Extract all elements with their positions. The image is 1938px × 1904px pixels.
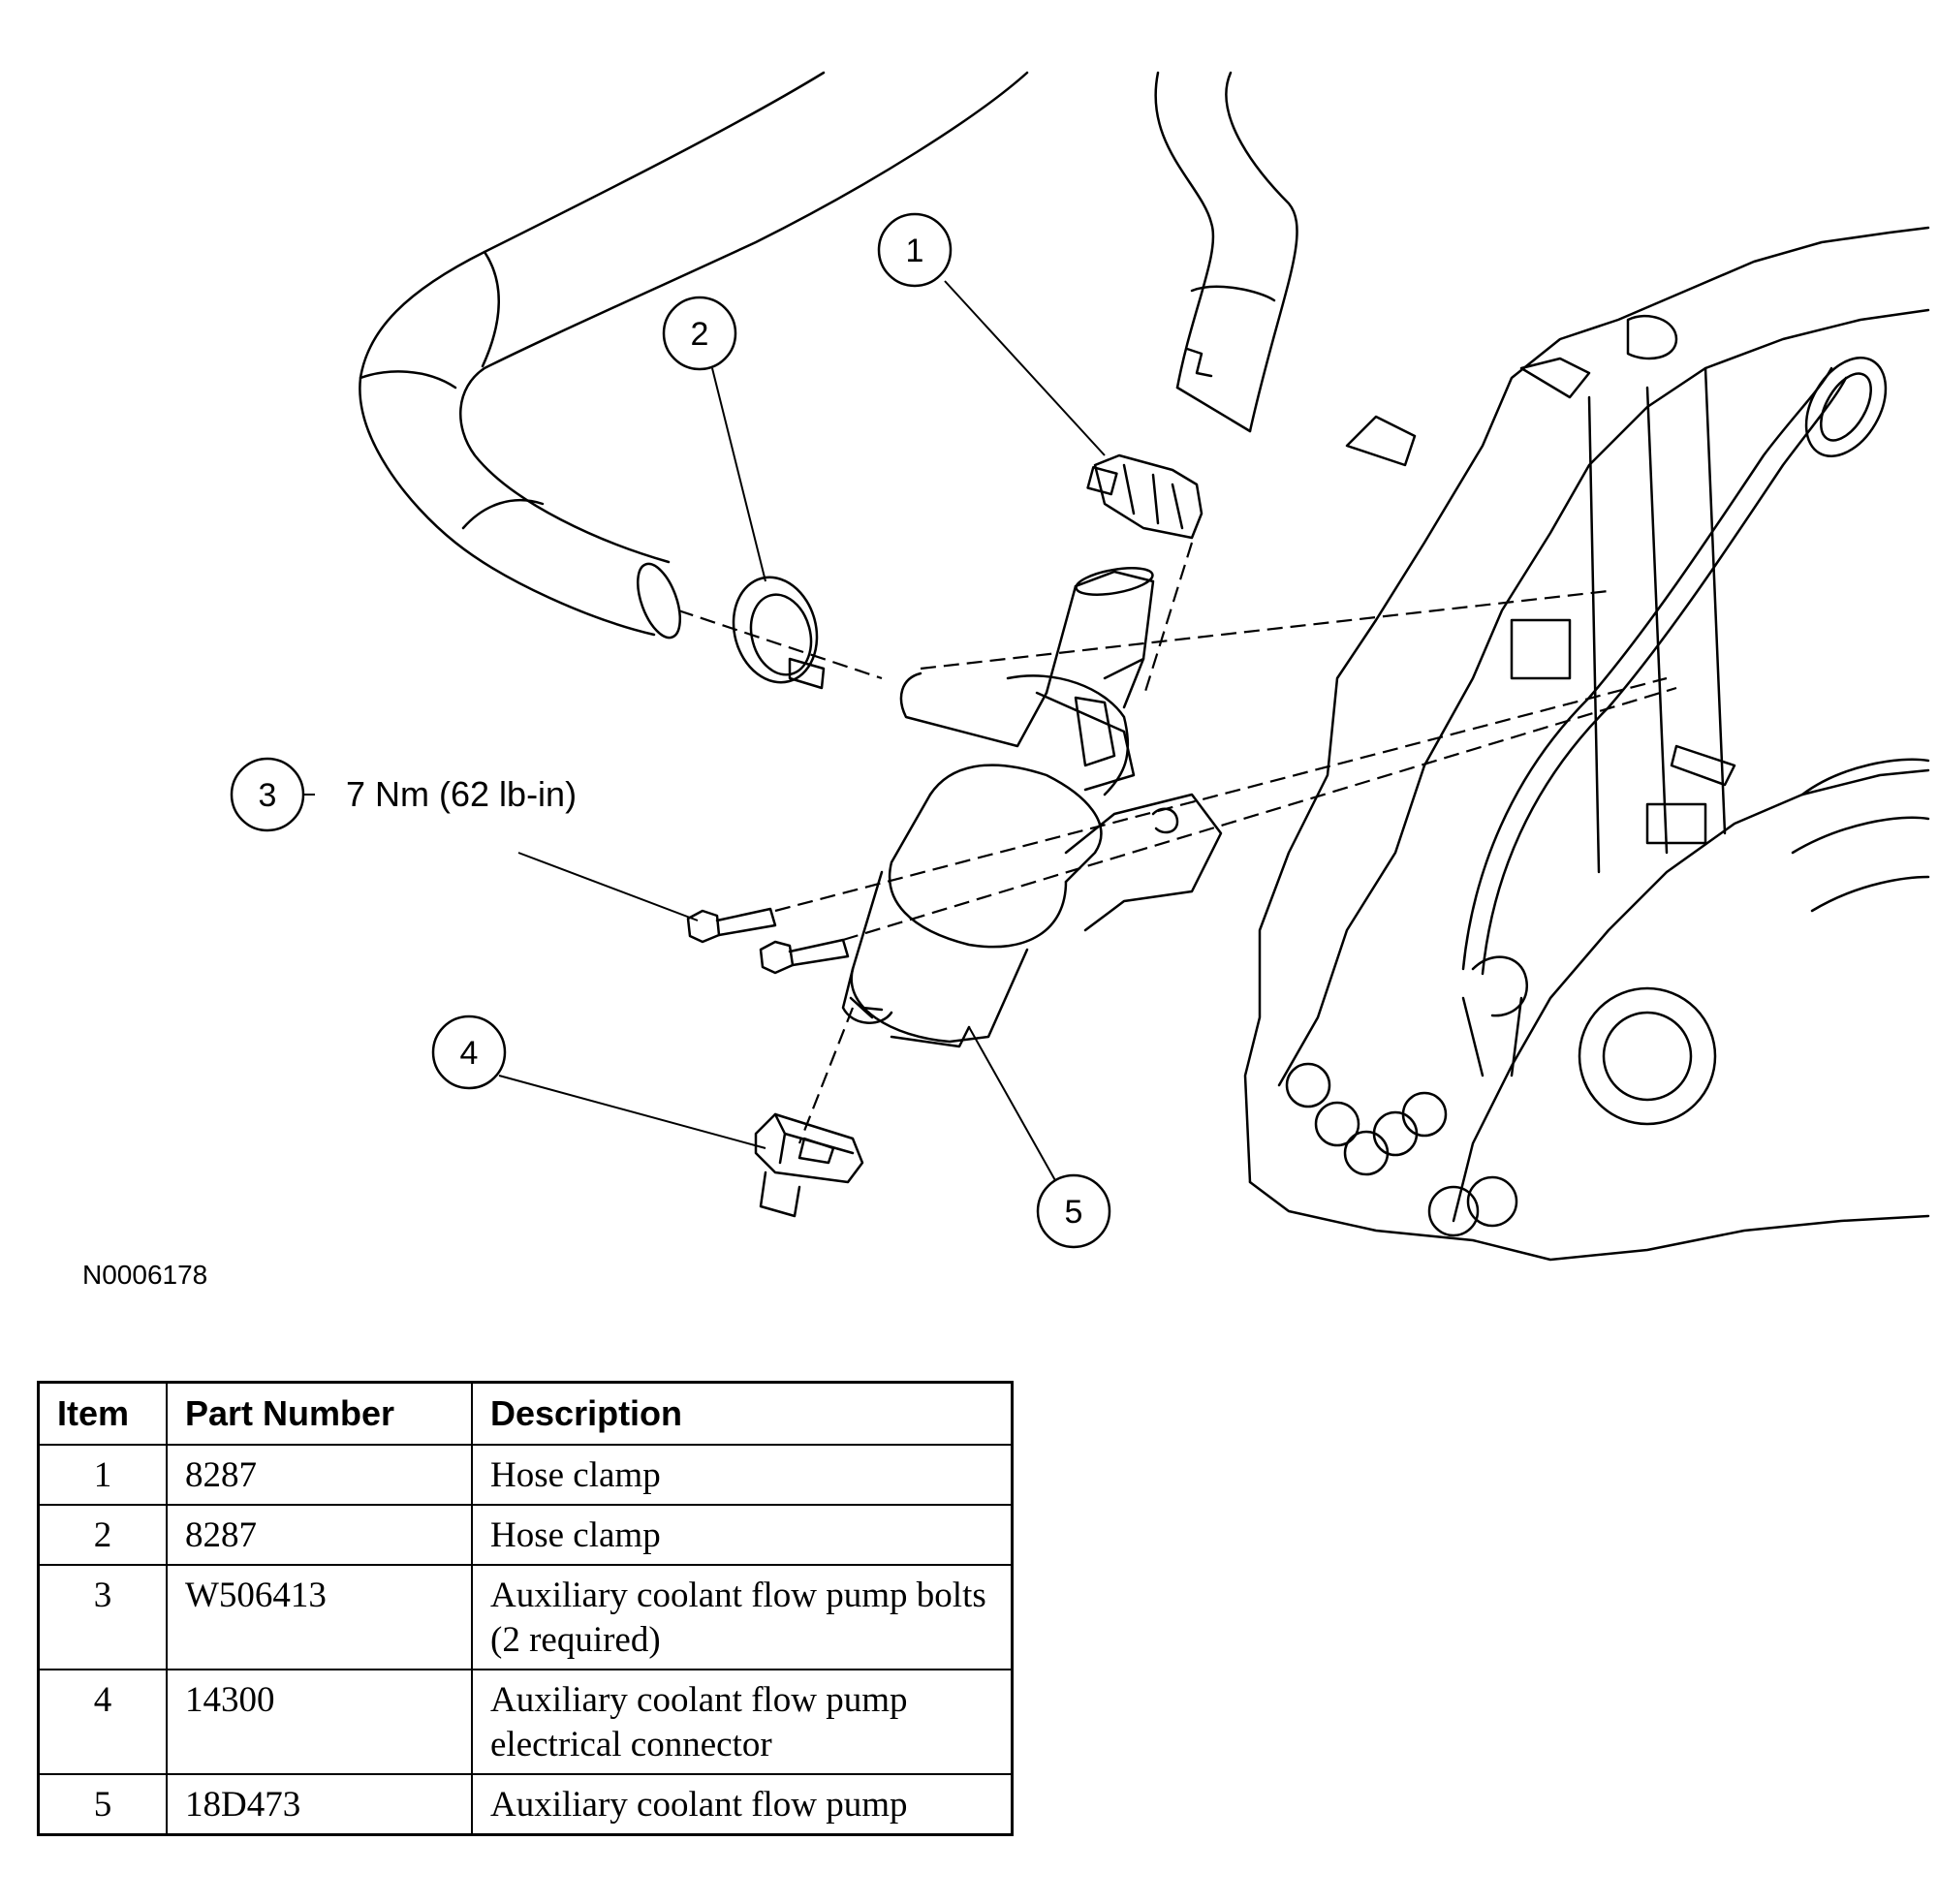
table-row: 2 8287 Hose clamp — [37, 1504, 1014, 1566]
table-row: 4 14300 Auxiliary coolant flow pump elec… — [37, 1669, 1014, 1775]
row-description: Auxiliary coolant flow pump electrical c… — [471, 1669, 1014, 1775]
hose-clamp-2 — [732, 576, 826, 690]
auxiliary-coolant-pump — [841, 567, 1223, 1048]
row-description: Auxiliary coolant flow pump — [471, 1773, 1014, 1836]
row-item: 3 — [37, 1564, 168, 1670]
alignment-lines — [677, 542, 1677, 1144]
row-description: Hose clamp — [471, 1444, 1014, 1506]
svg-text:3: 3 — [259, 777, 277, 814]
parts-table: Item Part Number Description 1 8287 Hose… — [37, 1381, 1014, 1836]
row-part-number: 18D473 — [166, 1773, 473, 1836]
row-item: 4 — [37, 1669, 168, 1775]
table-row: 3 W506413 Auxiliary coolant flow pump bo… — [37, 1564, 1014, 1670]
hose-clamp-1 — [1086, 453, 1203, 540]
callout-4: 4 — [431, 1014, 507, 1090]
dipstick-tube — [1461, 357, 1888, 976]
callout-3: 3 — [230, 757, 305, 832]
exploded-view-diagram: 1 2 3 7 Nm (62 lb-in) 4 5 — [230, 71, 1930, 1262]
svg-text:5: 5 — [1065, 1194, 1083, 1231]
svg-text:4: 4 — [460, 1035, 479, 1072]
callout-leaders — [300, 280, 1106, 1183]
coolant-hose-right — [1154, 71, 1298, 433]
coolant-hose-upper — [359, 71, 1029, 640]
row-part-number: 8287 — [166, 1444, 473, 1506]
row-item: 1 — [37, 1444, 168, 1506]
row-description: Hose clamp — [471, 1504, 1014, 1566]
row-part-number: 14300 — [166, 1669, 473, 1775]
table-row: 5 18D473 Auxiliary coolant flow pump — [37, 1773, 1014, 1836]
svg-text:1: 1 — [906, 233, 924, 269]
figure-id: N0006178 — [82, 1260, 208, 1290]
callout-1: 1 — [877, 212, 953, 288]
electrical-connector — [754, 1112, 864, 1218]
row-part-number: 8287 — [166, 1504, 473, 1566]
pump-bolts — [686, 907, 850, 975]
row-item: 2 — [37, 1504, 168, 1566]
torque-spec: 7 Nm (62 lb-in) — [346, 774, 577, 814]
callout-2: 2 — [662, 296, 737, 371]
callout-5: 5 — [1036, 1173, 1111, 1249]
table-row: 1 8287 Hose clamp — [37, 1444, 1014, 1506]
row-item: 5 — [37, 1773, 168, 1836]
row-part-number: W506413 — [166, 1564, 473, 1670]
header-part-number: Part Number — [166, 1381, 473, 1446]
table-header-row: Item Part Number Description — [37, 1381, 1014, 1446]
row-description: Auxiliary coolant flow pump bolts (2 req… — [471, 1564, 1014, 1670]
header-description: Description — [471, 1381, 1014, 1446]
svg-text:2: 2 — [691, 316, 709, 353]
transmission-case — [1243, 226, 1930, 1262]
header-item: Item — [37, 1381, 168, 1446]
